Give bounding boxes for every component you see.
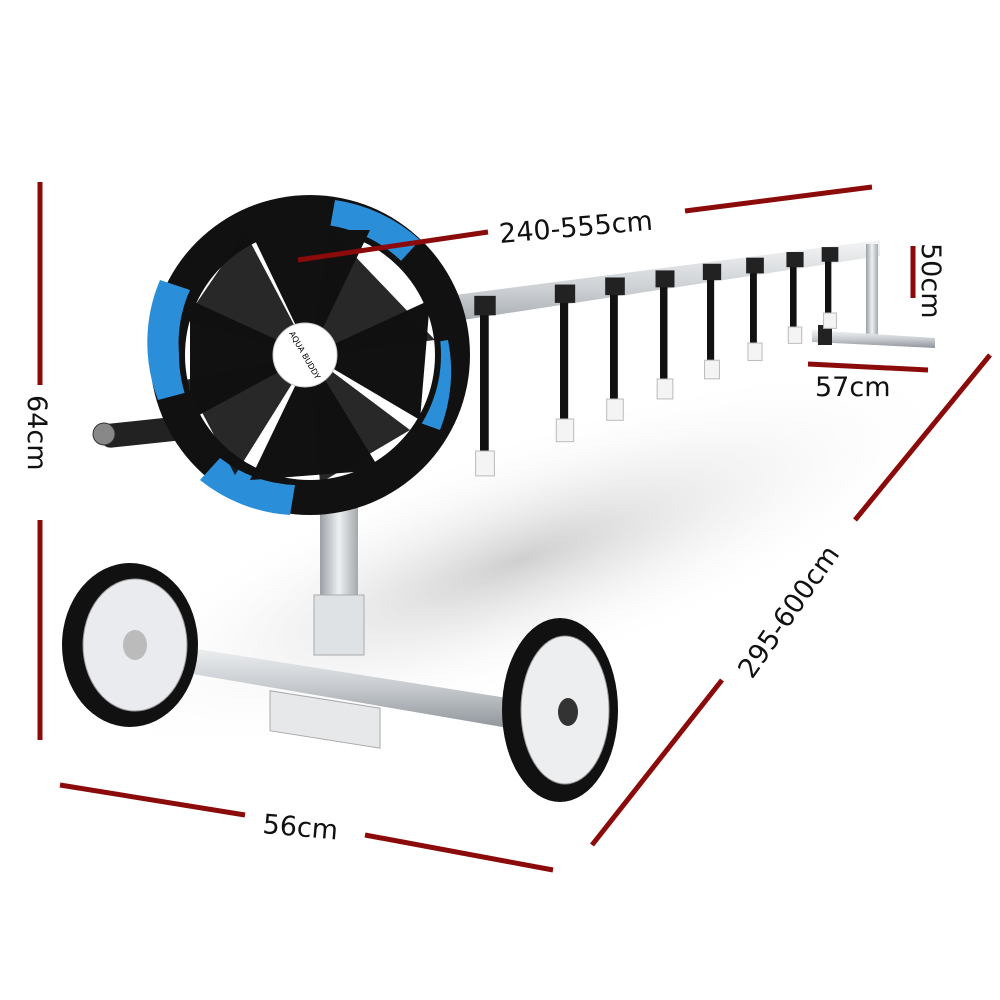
strap-end-tab (704, 359, 720, 380)
strap-end-tab (747, 342, 763, 361)
strap-clamp (702, 263, 722, 281)
strap-clamp (746, 257, 764, 274)
strap (560, 292, 569, 424)
strap-clamp (821, 247, 839, 262)
dim-label-end-width: 57cm (815, 372, 891, 403)
strap (707, 271, 715, 366)
axle (140, 640, 520, 730)
dimension-lines (37, 182, 992, 873)
dim-label-roller-length: 240-555cm (498, 206, 654, 250)
strap-clamp (605, 277, 625, 296)
strap-clamp (655, 270, 675, 288)
dim-line-span-top (853, 353, 992, 522)
strap-clamp (554, 284, 576, 303)
dim-line-56-left (59, 782, 246, 818)
post-joint (313, 594, 365, 656)
strap-end-tab (656, 378, 674, 400)
dim-line-span-bottom (590, 678, 724, 847)
strap-end-tab (823, 312, 837, 329)
end-stand (812, 244, 935, 348)
strap (610, 285, 618, 404)
strap (660, 278, 668, 384)
strap (790, 260, 797, 332)
right-wheel (502, 618, 618, 802)
dim-label-end-height: 50cm (915, 243, 946, 319)
strap-end-tab (475, 450, 495, 477)
left-wheel (62, 563, 198, 727)
strap (825, 255, 832, 318)
strap-end-tab (787, 326, 803, 344)
strap-end-tab (606, 398, 624, 421)
dim-line-length-right (684, 184, 873, 214)
dim-line-56-right (364, 832, 554, 873)
dim-line-57 (807, 361, 929, 373)
strap-clamp (474, 295, 496, 316)
strap-end-tab (555, 418, 575, 443)
brand-logo (272, 322, 338, 388)
strap (750, 265, 757, 348)
strap-clamp (786, 252, 804, 268)
strap (480, 303, 489, 456)
floor-shadow (76, 363, 964, 757)
dim-label-height: 64cm (21, 395, 52, 471)
dim-label-base-width: 56cm (261, 809, 339, 846)
dim-line-length-left (297, 229, 489, 263)
t-joint (269, 690, 381, 749)
cover-straps (474, 247, 839, 477)
